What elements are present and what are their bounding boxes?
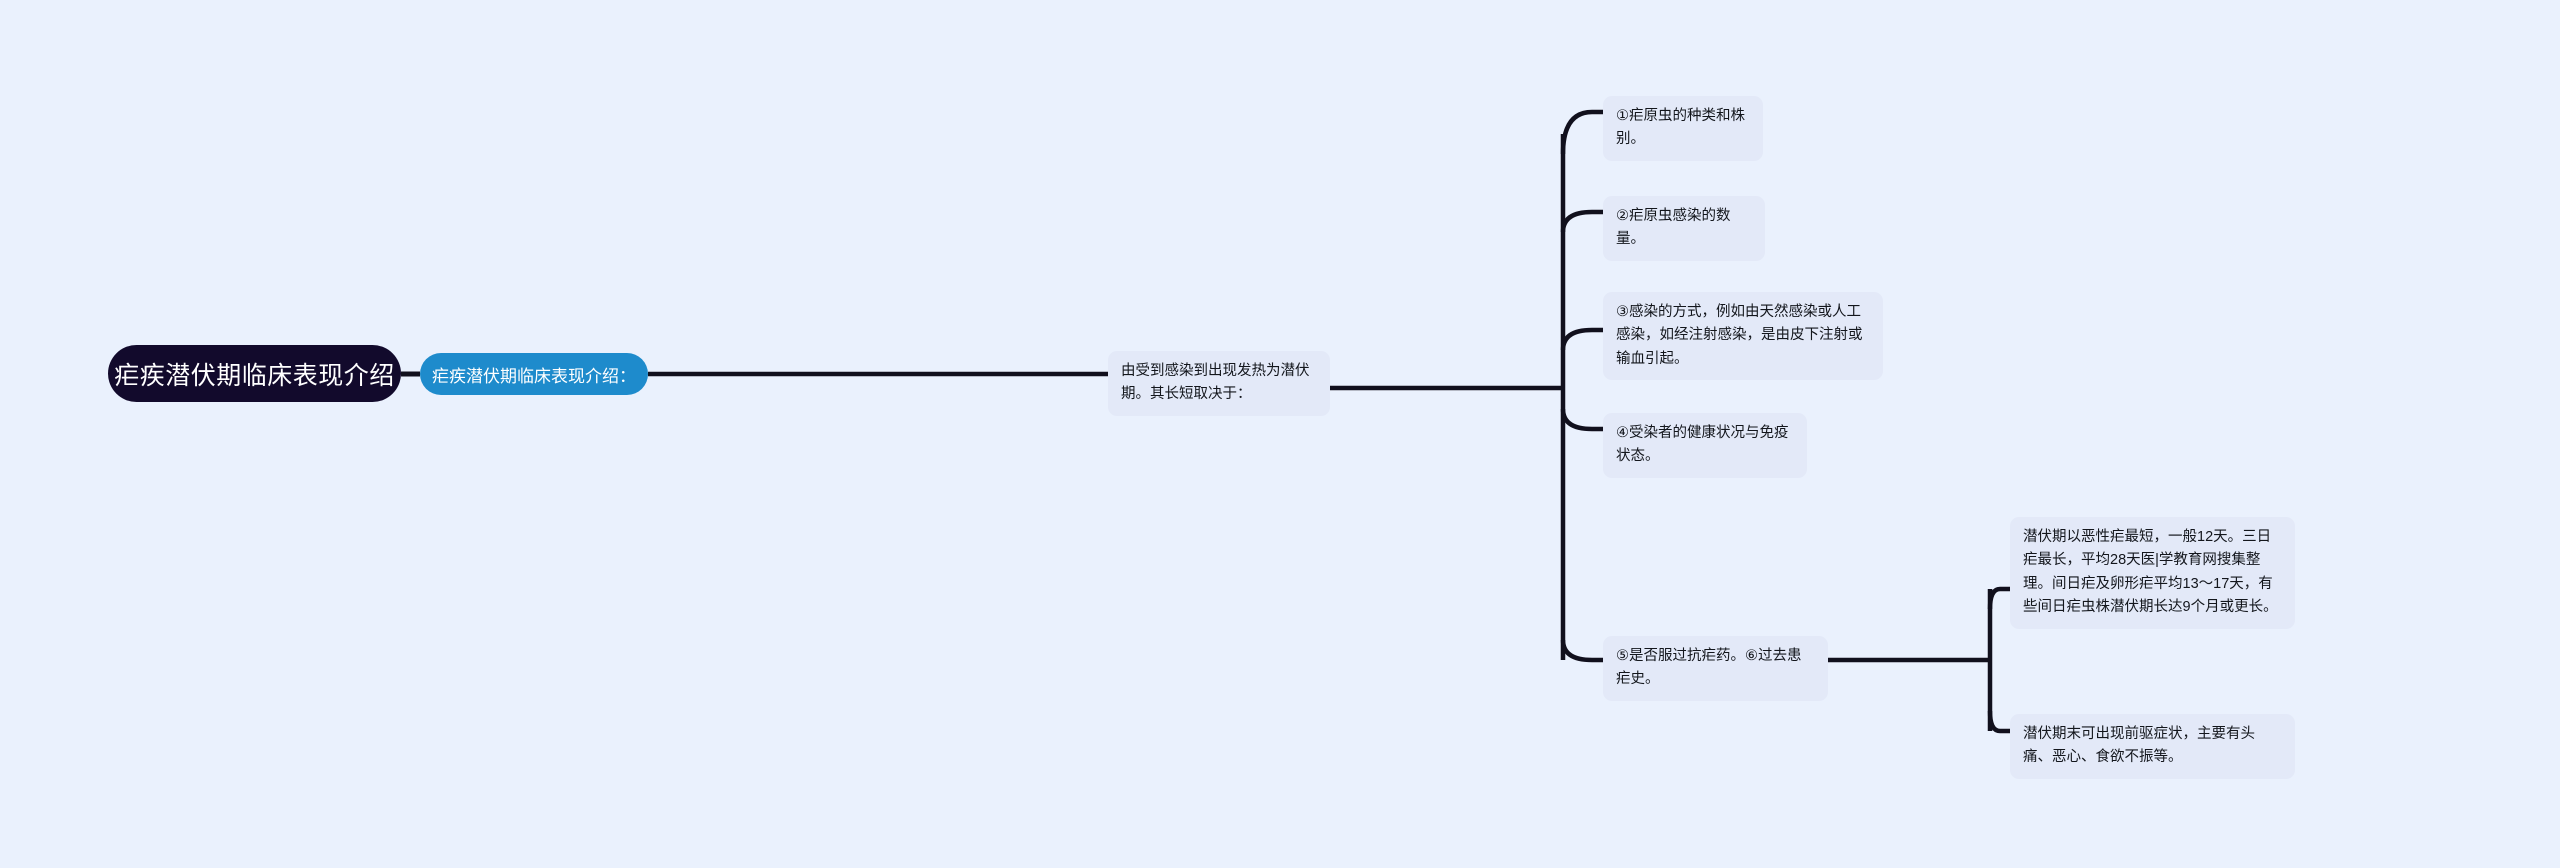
- edge-subtrunk-child-2: [1987, 710, 2010, 734]
- factor-node-5-label: ⑤是否服过抗疟药。⑥过去患疟史。: [1616, 648, 1802, 688]
- factor-node-4-label: ④受染者的健康状况与免疫状态。: [1616, 425, 1789, 465]
- description-node[interactable]: 由受到感染到出现发热为潜伏期。其长短取决于：: [1108, 351, 1330, 416]
- factor-node-3[interactable]: ③感染的方式，例如由天然感染或人工感染，如经注射感染，是由皮下注射或输血引起。: [1603, 292, 1883, 381]
- factor-node-3-label: ③感染的方式，例如由天然感染或人工感染，如经注射感染，是由皮下注射或输血引起。: [1616, 304, 1863, 367]
- factor-node-1-label: ①疟原虫的种类和株别。: [1616, 108, 1745, 148]
- root-node-label: 疟疾潜伏期临床表现介绍: [114, 361, 395, 390]
- incubation-detail-node-2-label: 潜伏期末可出现前驱症状，主要有头痛、恶心、食欲不振等。: [2023, 726, 2255, 766]
- root-node[interactable]: 疟疾潜伏期临床表现介绍: [108, 345, 401, 402]
- edge-trunk-leaf-3: [1560, 327, 1603, 351]
- factor-node-5[interactable]: ⑤是否服过抗疟药。⑥过去患疟史。: [1603, 636, 1828, 701]
- topic-node-label: 疟疾潜伏期临床表现介绍：: [432, 366, 636, 386]
- factor-node-1[interactable]: ①疟原虫的种类和株别。: [1603, 96, 1763, 161]
- edge-subtrunk-child-1: [1987, 586, 2010, 610]
- factor-node-2-label: ②疟原虫感染的数量。: [1616, 208, 1731, 248]
- edge-trunk-leaf-5: [1560, 639, 1603, 663]
- description-node-label: 由受到感染到出现发热为潜伏期。其长短取决于：: [1121, 363, 1310, 403]
- edge-trunk-leaf-1: [1560, 109, 1603, 155]
- factor-node-4[interactable]: ④受染者的健康状况与免疫状态。: [1603, 413, 1807, 478]
- edge-trunk-leaf-4: [1560, 408, 1603, 432]
- topic-node[interactable]: 疟疾潜伏期临床表现介绍：: [420, 353, 648, 395]
- edge-trunk-leaf-2: [1560, 209, 1603, 233]
- factor-node-2[interactable]: ②疟原虫感染的数量。: [1603, 196, 1765, 261]
- incubation-detail-node-1[interactable]: 潜伏期以恶性疟最短，一般12天。三日疟最长，平均28天医|学教育网搜集整理。间日…: [2010, 517, 2295, 629]
- incubation-detail-node-2[interactable]: 潜伏期末可出现前驱症状，主要有头痛、恶心、食欲不振等。: [2010, 714, 2295, 779]
- incubation-detail-node-1-label: 潜伏期以恶性疟最短，一般12天。三日疟最长，平均28天医|学教育网搜集整理。间日…: [2023, 529, 2278, 616]
